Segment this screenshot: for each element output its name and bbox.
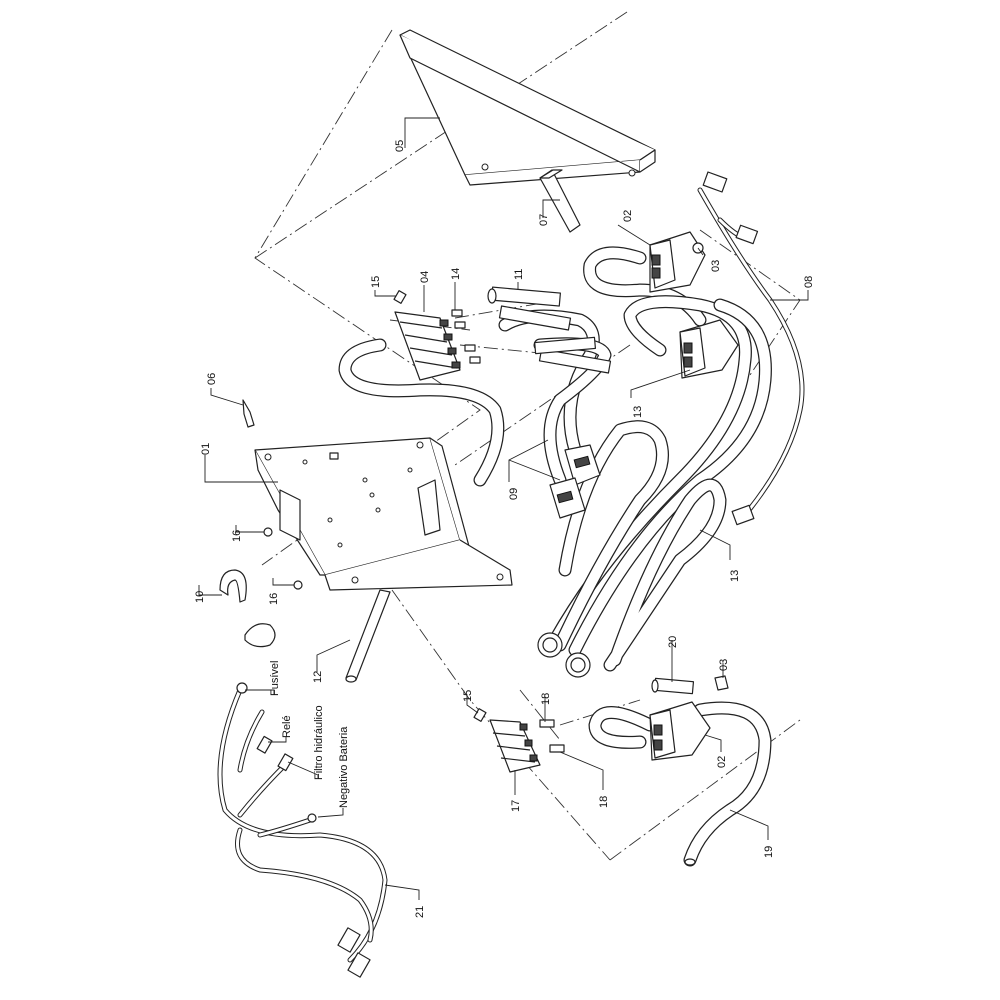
part-01-bracket: [254, 338, 513, 591]
callout-labels: 05 07 02 03 08 15 04 14 11 06 01 13 09 1…: [194, 140, 815, 918]
part-03-nut-lower: [714, 675, 729, 691]
harness-labels: Fusível Relé Filtro hidráulico Negativo …: [269, 661, 350, 808]
label-rele: Relé: [281, 715, 293, 738]
callout-21: 21: [414, 906, 426, 918]
leader-lines: [198, 117, 809, 900]
part-12-rod: [345, 589, 391, 683]
callout-02-top: 02: [622, 210, 634, 222]
callout-16-top: 16: [231, 530, 243, 542]
callout-08: 08: [803, 276, 815, 288]
part-17-fuse-block: [489, 719, 541, 773]
label-negativo-bateria: Negativo Bateria: [338, 726, 350, 808]
callout-09: 09: [508, 488, 520, 500]
part-02-relay-lower: [649, 701, 711, 761]
part-19-cable: [588, 701, 772, 867]
callout-03-bottom: 03: [718, 659, 730, 671]
part-07-hex-key: [539, 169, 581, 233]
callout-01: 01: [200, 443, 212, 455]
part-08-sensor-cable: [697, 171, 805, 526]
callout-13-bottom: 13: [729, 570, 741, 582]
callout-19: 19: [763, 846, 775, 858]
part-15-pins: [393, 290, 487, 722]
callout-11: 11: [513, 269, 525, 280]
part-13-cables: [537, 295, 772, 678]
callout-04: 04: [419, 271, 431, 283]
part-10-clamps: [219, 569, 276, 648]
callout-12: 12: [312, 671, 324, 683]
part-14-terminals: [451, 309, 481, 364]
callout-16-bottom: 16: [268, 593, 280, 605]
part-21-harness: [217, 682, 388, 978]
callout-20: 20: [667, 636, 679, 648]
harness-label-leaders: [245, 689, 344, 818]
callout-03-top: 03: [710, 260, 722, 272]
callout-15-bottom: 15: [462, 690, 474, 702]
callout-17: 17: [510, 800, 522, 812]
callout-13-top: 13: [632, 406, 644, 418]
part-02-relay-middle: [679, 319, 739, 379]
callout-06: 06: [206, 373, 218, 385]
part-05-cover: [399, 29, 656, 186]
callout-18-top: 18: [540, 693, 552, 705]
part-06-screw: [242, 399, 255, 428]
small-cylinders: [498, 305, 612, 374]
callout-15-top: 15: [370, 276, 382, 288]
callout-07: 07: [538, 214, 550, 226]
callout-02-bottom: 02: [716, 756, 728, 768]
part-04-fuse-block: [394, 311, 461, 381]
callout-05: 05: [394, 140, 406, 152]
callout-14: 14: [450, 268, 462, 280]
part-20-cylinder: [651, 677, 695, 695]
callout-10: 10: [194, 591, 206, 603]
label-fusivel: Fusível: [269, 661, 281, 696]
part-11-cylinder: [487, 286, 561, 307]
label-filtro-hidraulico: Filtro hidráulico: [313, 705, 325, 780]
part-18-terminals: [539, 719, 565, 753]
callout-18-bottom: 18: [598, 796, 610, 808]
